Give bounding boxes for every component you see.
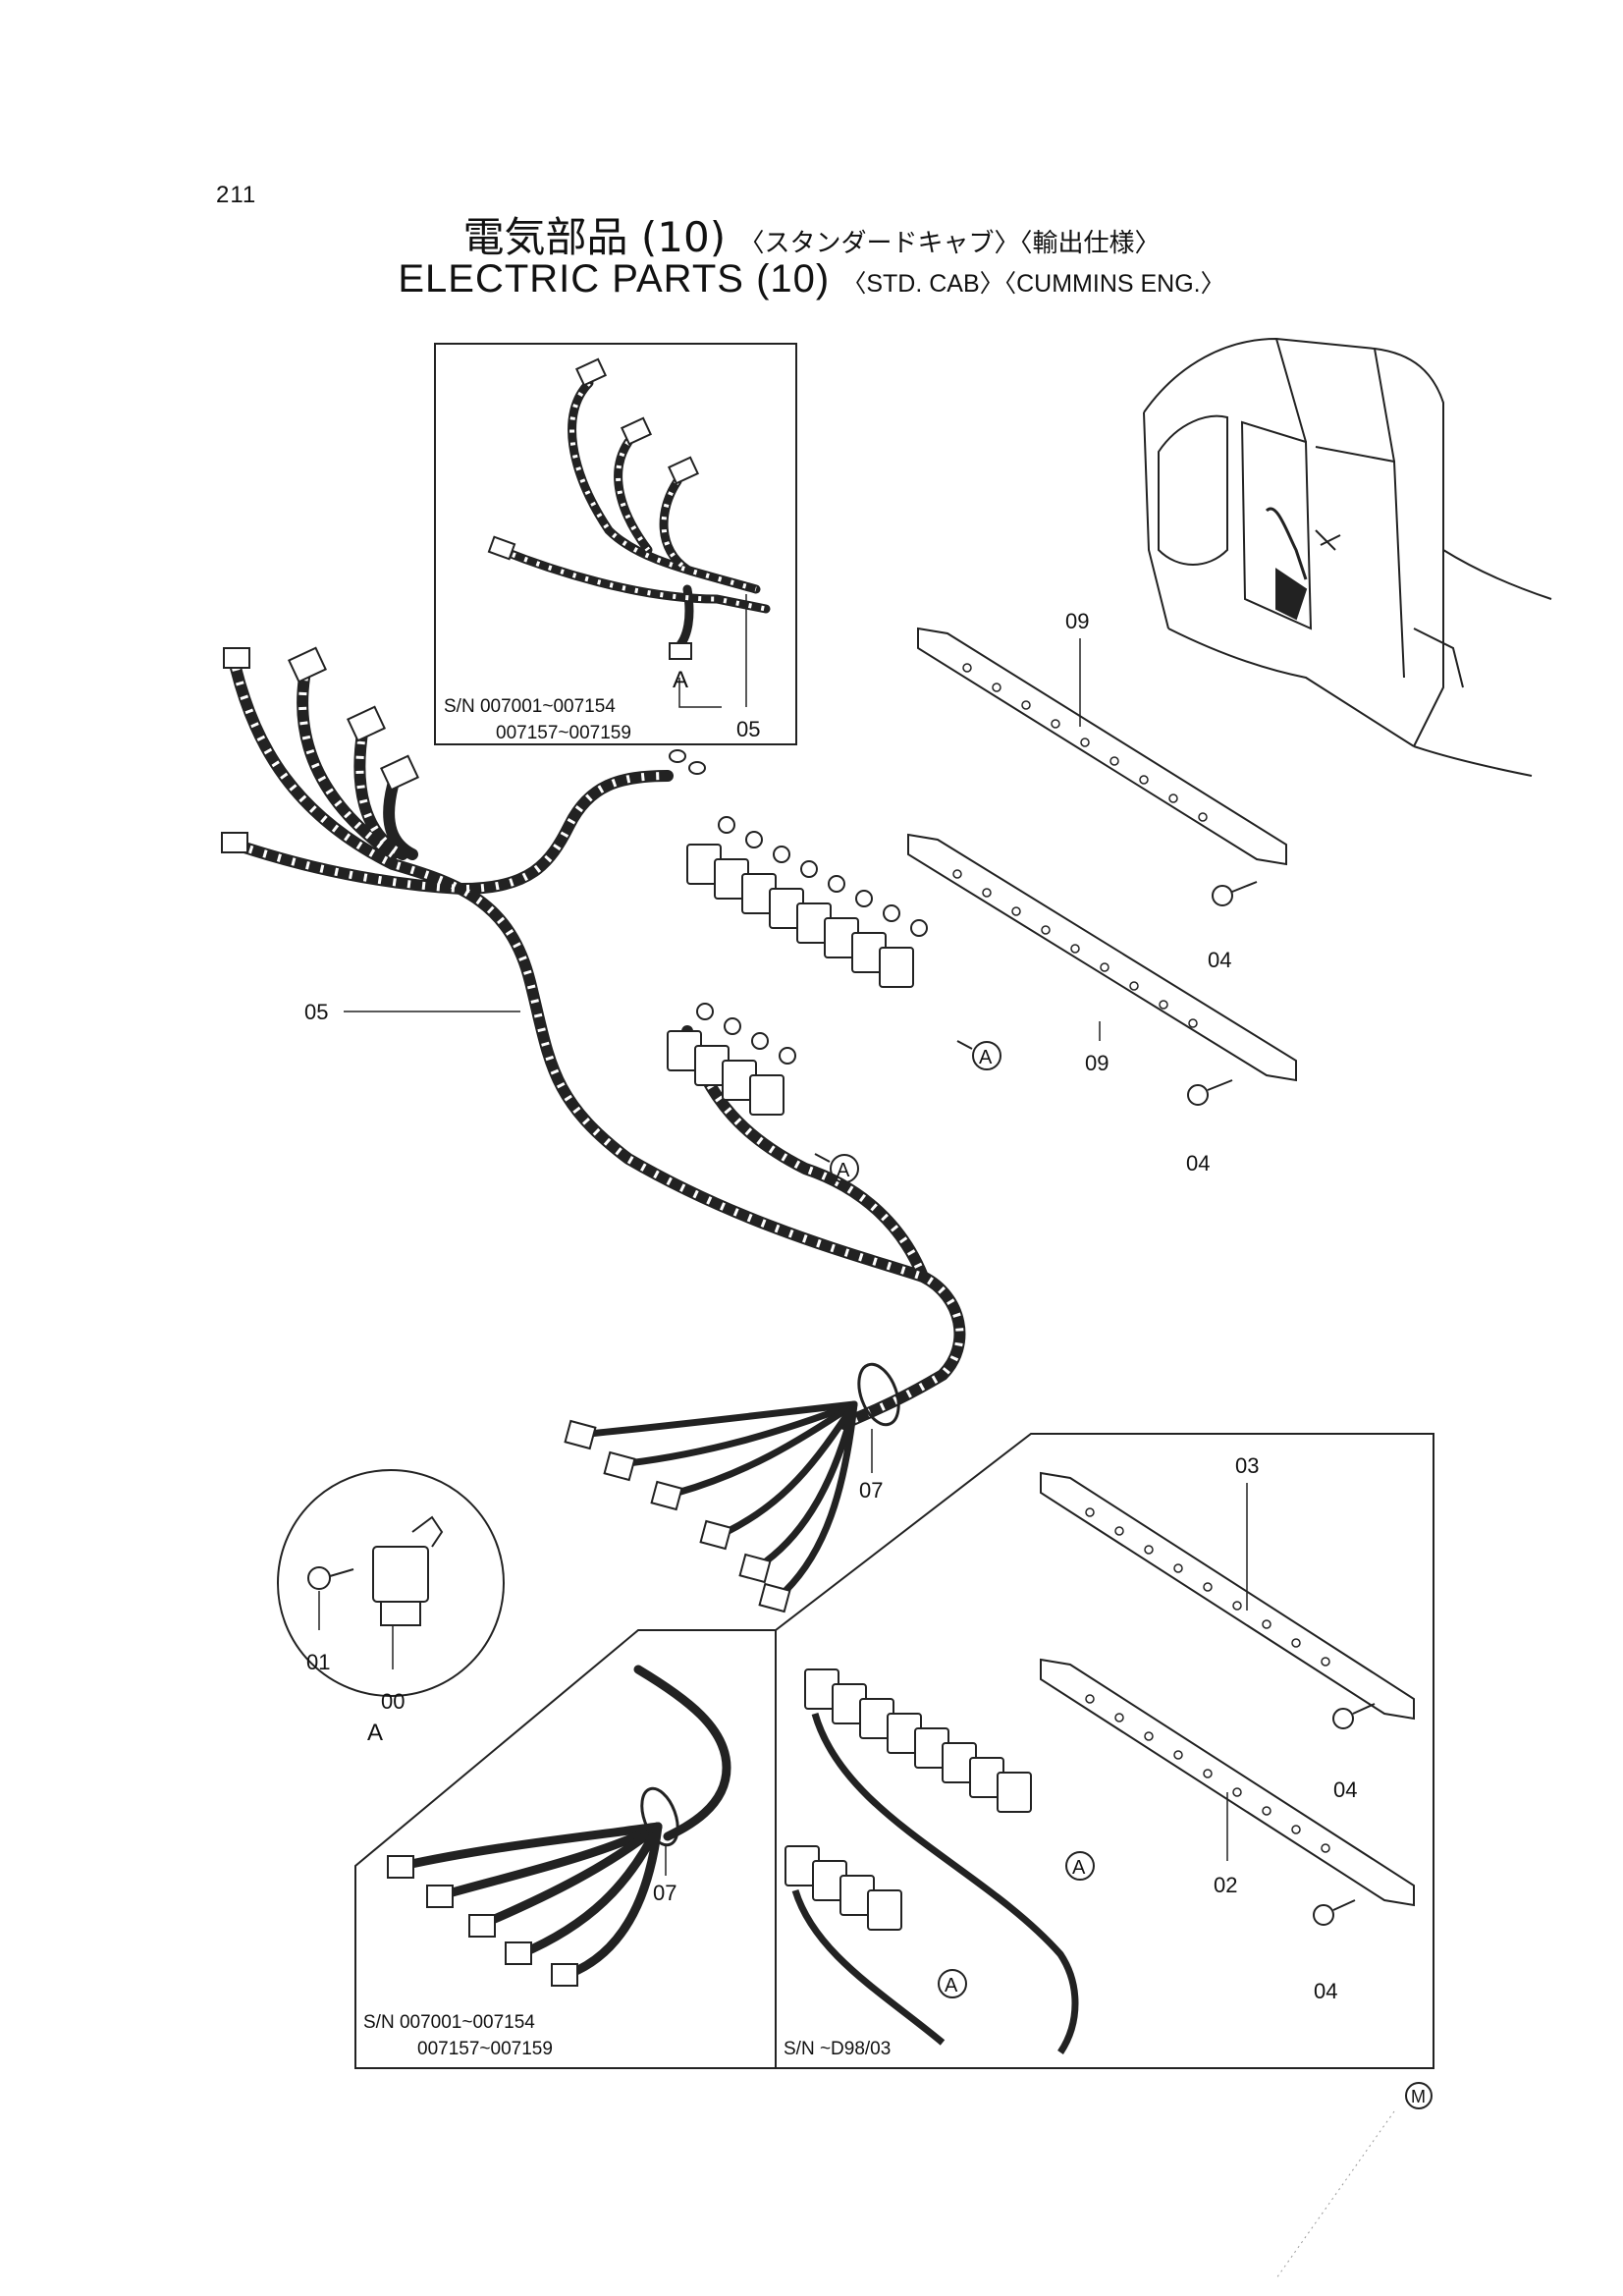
- title-english: ELECTRIC PARTS (10) 〈STD. CAB〉〈CUMMINS E…: [0, 257, 1623, 301]
- bolts-04-upper: [1187, 881, 1258, 1106]
- label-05-inset: 05: [736, 717, 760, 741]
- cab-illustration: [1143, 337, 1552, 777]
- serial-bl-2: 007157~007159: [417, 2039, 553, 2059]
- title-en-sub: 〈STD. CAB〉〈CUMMINS ENG.〉: [841, 270, 1225, 298]
- title-jp-main: 電気部品 (10): [462, 213, 727, 261]
- label-09-lower: 09: [1085, 1051, 1109, 1075]
- view-a-callouts-upper: A A: [814, 1040, 1001, 1183]
- view-marker-a-4: A: [945, 1975, 958, 1996]
- title-japanese: 電気部品 (10) 〈スタンダードキャブ〉〈輸出仕様〉: [0, 204, 1623, 264]
- bracket-09-pair: [907, 627, 1297, 1082]
- serial-top-1: S/N 007001~007154: [444, 696, 616, 717]
- view-marker-a-1: A: [979, 1047, 993, 1068]
- label-04-d: 04: [1314, 1979, 1337, 2003]
- label-09-upper: 09: [1065, 609, 1089, 633]
- label-04-b: 04: [1186, 1151, 1210, 1175]
- label-04-a: 04: [1208, 948, 1231, 972]
- view-marker-a-detail: A: [367, 1720, 383, 1746]
- serial-br: S/N ~D98/03: [784, 2039, 891, 2059]
- label-02: 02: [1214, 1873, 1237, 1897]
- bracket-holes: [952, 663, 1208, 1028]
- inset-bottom-left: 07 S/N 007001~007154 007157~007159: [354, 1629, 777, 2069]
- title-en-main: ELECTRIC PARTS (10): [398, 257, 831, 301]
- detail-view-a: 01 00 A: [277, 1469, 505, 1746]
- view-marker-a-top: A: [673, 667, 688, 693]
- label-03: 03: [1235, 1453, 1259, 1478]
- page-number: 211: [216, 182, 257, 208]
- label-01: 01: [306, 1650, 330, 1674]
- label-07-main: 07: [859, 1478, 883, 1503]
- title-jp-sub: 〈スタンダードキャブ〉〈輸出仕様〉: [738, 229, 1161, 258]
- relay-group-upper: [667, 816, 928, 1116]
- view-marker-a-3: A: [1072, 1857, 1086, 1879]
- serial-top-2: 007157~007159: [496, 723, 631, 743]
- marker-m-text: M: [1411, 2087, 1426, 2106]
- inset-top: A 05 S/N 007001~007154 007157~007159: [434, 343, 797, 745]
- detail-marker-m: M: [1275, 2082, 1433, 2279]
- label-04-c: 04: [1333, 1777, 1357, 1802]
- main-harness: 07 05: [221, 646, 966, 1613]
- label-00: 00: [381, 1689, 405, 1714]
- inset-bottom-right: A A 03 02 04 04 S/N ~D98/03: [775, 1433, 1434, 2069]
- serial-bl-1: S/N 007001~007154: [363, 2012, 535, 2033]
- view-marker-a-2: A: [837, 1160, 850, 1181]
- label-05-main: 05: [304, 1000, 328, 1024]
- label-07-inset: 07: [653, 1881, 676, 1905]
